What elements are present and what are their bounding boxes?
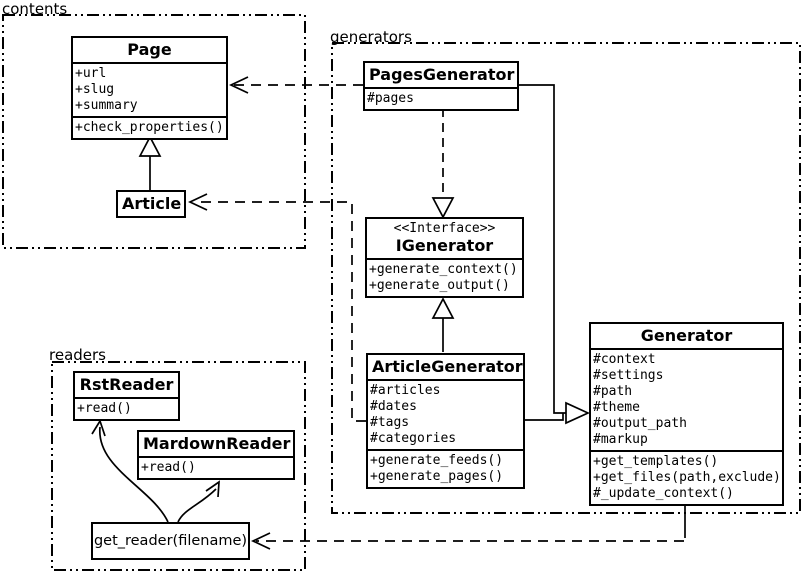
realization-arrow-pagesgenerator-to-igenerator [431, 108, 455, 219]
attribute: #theme [593, 400, 640, 415]
package-label-readers: readers [49, 346, 106, 364]
method: +generate_context() [369, 262, 518, 277]
method: +read() [141, 460, 196, 475]
methods-section: +get_templates() +get_files(path,exclude… [591, 450, 782, 504]
class-title-mardownreader: MardownReader [143, 434, 291, 453]
class-title-pagesgenerator: PagesGenerator [369, 65, 515, 84]
attributes-section: #articles #dates #tags #categories [368, 379, 523, 449]
inheritance-arrow-articlegenerator-to-igenerator [431, 297, 455, 352]
method: +generate_feeds() [370, 453, 504, 468]
method: +check_properties() [75, 120, 224, 135]
function-box-get-reader: get_reader(filename) [91, 522, 250, 560]
class-title-article: Article [122, 194, 182, 213]
attribute: #context [593, 352, 656, 367]
dependency-arrow-articlegenerator-to-article [188, 193, 366, 422]
methods-section: +generate_context() +generate_output() [367, 258, 522, 296]
class-title-articlegenerator: ArticleGenerator [372, 357, 523, 376]
inheritance-arrow-article-to-page [138, 135, 162, 190]
class-box-article: Article [116, 190, 186, 218]
package-generators-border [331, 42, 801, 514]
class-box-mardownreader: MardownReader +read() [137, 430, 295, 480]
method: +get_files(path,exclude) [593, 470, 781, 485]
class-title-rstreader: RstReader [79, 375, 174, 394]
attribute: #tags [370, 415, 410, 430]
attribute: #markup [593, 432, 648, 447]
method: +generate_output() [369, 278, 510, 293]
package-readers-border [51, 361, 306, 571]
methods-section: +check_properties() [73, 116, 226, 138]
call-arrow-getreader-to-mardownreader [177, 480, 220, 523]
attributes-section: #pages [365, 87, 517, 109]
attributes-section: +url +slug +summary [73, 62, 226, 116]
methods-section: +read() [75, 397, 178, 419]
class-box-page: Page +url +slug +summary +check_properti… [71, 36, 228, 140]
dependency-arrow-pagesgenerator-to-page [229, 76, 363, 94]
class-box-articlegenerator: ArticleGenerator #articles #dates #tags … [366, 353, 525, 489]
attribute: #output_path [593, 416, 687, 431]
methods-section: +generate_feeds() +generate_pages() [368, 449, 523, 487]
attributes-section: #context #settings #path #theme #output_… [591, 348, 782, 450]
class-title-page: Page [127, 40, 172, 59]
method: #_update_context() [593, 486, 734, 501]
attribute: +summary [75, 98, 138, 113]
class-box-generator: Generator #context #settings #path #them… [589, 322, 784, 506]
package-label-contents: contents [2, 0, 68, 18]
inheritance-arrow-generators-to-generator [519, 84, 591, 425]
attribute: #path [593, 384, 633, 399]
class-box-pagesgenerator: PagesGenerator #pages [363, 61, 519, 111]
call-arrow-getreader-to-rstreader [91, 419, 169, 523]
attribute: +slug [75, 82, 115, 97]
methods-section: +read() [139, 456, 293, 478]
package-label-generators: generators [330, 28, 412, 46]
dependency-arrow-generator-to-getreader [251, 503, 686, 550]
class-box-igenerator: <<Interface>> IGenerator +generate_conte… [365, 217, 524, 298]
attribute: +url [75, 66, 107, 81]
package-contents-border [2, 14, 306, 249]
class-title-generator: Generator [640, 326, 733, 345]
method: +read() [77, 401, 132, 416]
method: +generate_pages() [370, 469, 504, 484]
class-stereotype-interface: <<Interface>> [393, 221, 496, 236]
method: +get_templates() [593, 454, 719, 469]
attribute: #dates [370, 399, 417, 414]
class-title-igenerator: IGenerator [395, 236, 494, 255]
attribute: #pages [367, 91, 414, 106]
class-box-rstreader: RstReader +read() [73, 371, 180, 421]
attribute: #categories [370, 431, 457, 446]
attribute: #articles [370, 383, 441, 398]
attribute: #settings [593, 368, 664, 383]
